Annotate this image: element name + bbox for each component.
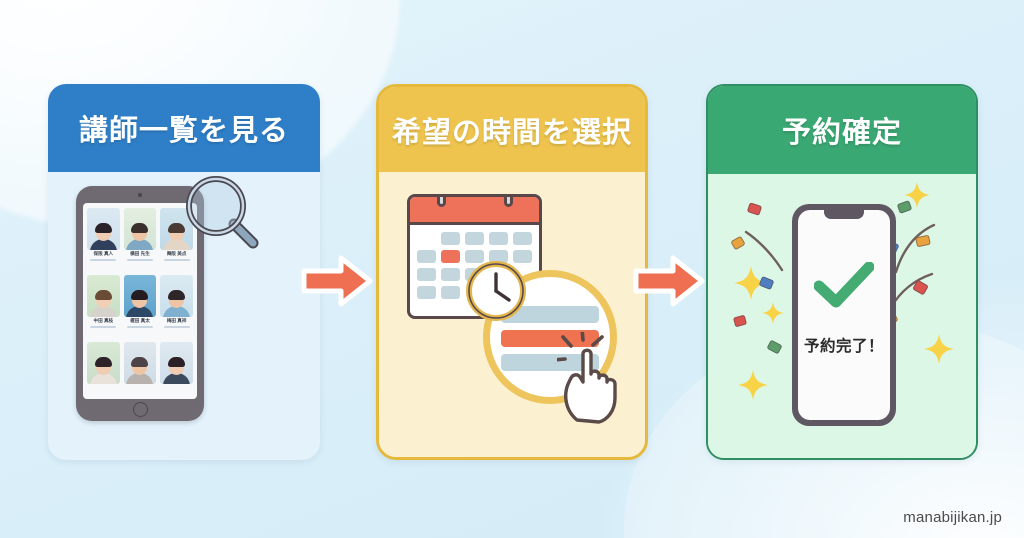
tablet-screen: 保阪 真人 横田 先生 (83, 203, 197, 399)
teacher-card[interactable]: 中田 真枝 (87, 275, 120, 338)
teacher-card[interactable]: 保阪 真人 (87, 208, 120, 271)
calendar-day-cell[interactable] (441, 268, 460, 281)
teacher-photo (87, 275, 120, 317)
step-1-header: 講師一覧を見る (48, 84, 320, 172)
calendar-day-cell-selected[interactable] (441, 250, 460, 263)
teacher-list-grid[interactable]: 保阪 真人 横田 先生 (83, 203, 197, 399)
teacher-name: 保阪 真人 (93, 251, 114, 256)
calendar-day-cell[interactable] (465, 232, 484, 245)
teacher-subtitle-bar (126, 258, 153, 262)
step-1-body: 保阪 真人 横田 先生 (48, 172, 320, 460)
green-check-icon (814, 262, 874, 308)
booking-complete-text: 予約完了！ (803, 338, 884, 355)
teacher-subtitle-bar (90, 258, 117, 262)
calendar-day-cell[interactable] (417, 250, 436, 263)
confetti-streak (744, 230, 784, 272)
step-card-2[interactable]: 希望の時間を選択 (376, 84, 648, 460)
teacher-card[interactable] (123, 342, 157, 399)
phone-notch (824, 210, 864, 219)
calendar-day-cell[interactable] (513, 250, 532, 263)
teacher-card[interactable] (160, 342, 193, 399)
confetti-streak (894, 223, 936, 274)
teacher-subtitle-bar (126, 325, 153, 329)
calendar-day-cell[interactable] (441, 232, 460, 245)
confetti-piece (746, 202, 763, 216)
teacher-card[interactable]: 榎田 真太 (123, 275, 157, 338)
calendar-day-cell[interactable] (417, 286, 436, 299)
site-watermark: manabijikan.jp (903, 509, 1002, 526)
time-slot-option[interactable] (501, 306, 599, 323)
teacher-name: 中田 真枝 (93, 318, 114, 323)
right-arrow-icon-2 (633, 255, 705, 307)
step-3-body: 予約完了！ (708, 174, 976, 458)
step-card-3[interactable]: 予約確定 (706, 84, 978, 460)
step-3-title: 予約確定 (781, 117, 902, 149)
teacher-card[interactable]: 梅田 真祥 (160, 275, 193, 338)
teacher-card[interactable] (87, 342, 120, 399)
sparkle-icon (904, 182, 930, 208)
step-card-1[interactable]: 講師一覧を見る 保阪 真人 (48, 84, 320, 460)
confetti-piece (732, 314, 748, 328)
phone-screen: 予約完了！ (798, 210, 890, 420)
teacher-photo (160, 275, 193, 317)
tablet-device: 保阪 真人 横田 先生 (76, 186, 204, 421)
sparkle-icon (762, 302, 784, 324)
sparkle-icon (738, 370, 768, 400)
step-2-body (379, 172, 645, 457)
step-2-title: 希望の時間を選択 (391, 116, 632, 149)
calendar-ring-right (504, 197, 513, 207)
teacher-photo (123, 275, 157, 317)
time-slot-list[interactable] (501, 306, 599, 378)
calendar-day-cell (417, 232, 436, 245)
sparkle-icon (924, 334, 954, 364)
teacher-photo (123, 208, 157, 250)
calendar-day-cell[interactable] (465, 250, 484, 263)
teacher-photo (87, 342, 120, 384)
confetti-piece (896, 200, 913, 214)
teacher-name: 榎田 真太 (130, 318, 150, 323)
teacher-photo (123, 342, 157, 384)
calendar-ring-left (437, 197, 446, 207)
teacher-photo (87, 208, 120, 250)
clock-icon (466, 261, 526, 321)
magnifying-glass-icon (186, 176, 259, 249)
tablet-camera-dot (138, 193, 142, 197)
calendar-day-cell[interactable] (513, 232, 532, 245)
calendar-header-bar (410, 197, 539, 225)
right-arrow-icon-1 (301, 255, 373, 307)
pointing-hand-cursor-icon (557, 332, 617, 424)
teacher-photo (160, 342, 193, 384)
teacher-name: 横田 先生 (130, 251, 150, 256)
confirmation-check-wrapper (798, 262, 890, 308)
confetti-piece (766, 339, 783, 355)
sparkle-icon (734, 266, 768, 300)
teacher-subtitle-bar (163, 325, 190, 329)
time-slot-option-selected[interactable] (501, 330, 599, 347)
tablet-home-button[interactable] (132, 402, 148, 417)
time-slot-option[interactable] (501, 354, 599, 371)
teacher-subtitle-bar (90, 325, 117, 329)
step-2-header: 希望の時間を選択 (379, 87, 645, 172)
teacher-name: 舞阪 美点 (166, 251, 187, 256)
calendar-day-cell[interactable] (441, 286, 460, 299)
calendar-day-cell[interactable] (489, 250, 508, 263)
teacher-card[interactable]: 横田 先生 (123, 208, 157, 271)
teacher-name: 梅田 真祥 (166, 318, 187, 323)
teacher-subtitle-bar (163, 258, 190, 262)
calendar-day-cell[interactable] (417, 268, 436, 281)
step-3-header: 予約確定 (708, 86, 976, 174)
smartphone-device: 予約完了！ (792, 204, 896, 426)
calendar-day-cell[interactable] (489, 232, 508, 245)
step-1-title: 講師一覧を見る (78, 115, 289, 147)
